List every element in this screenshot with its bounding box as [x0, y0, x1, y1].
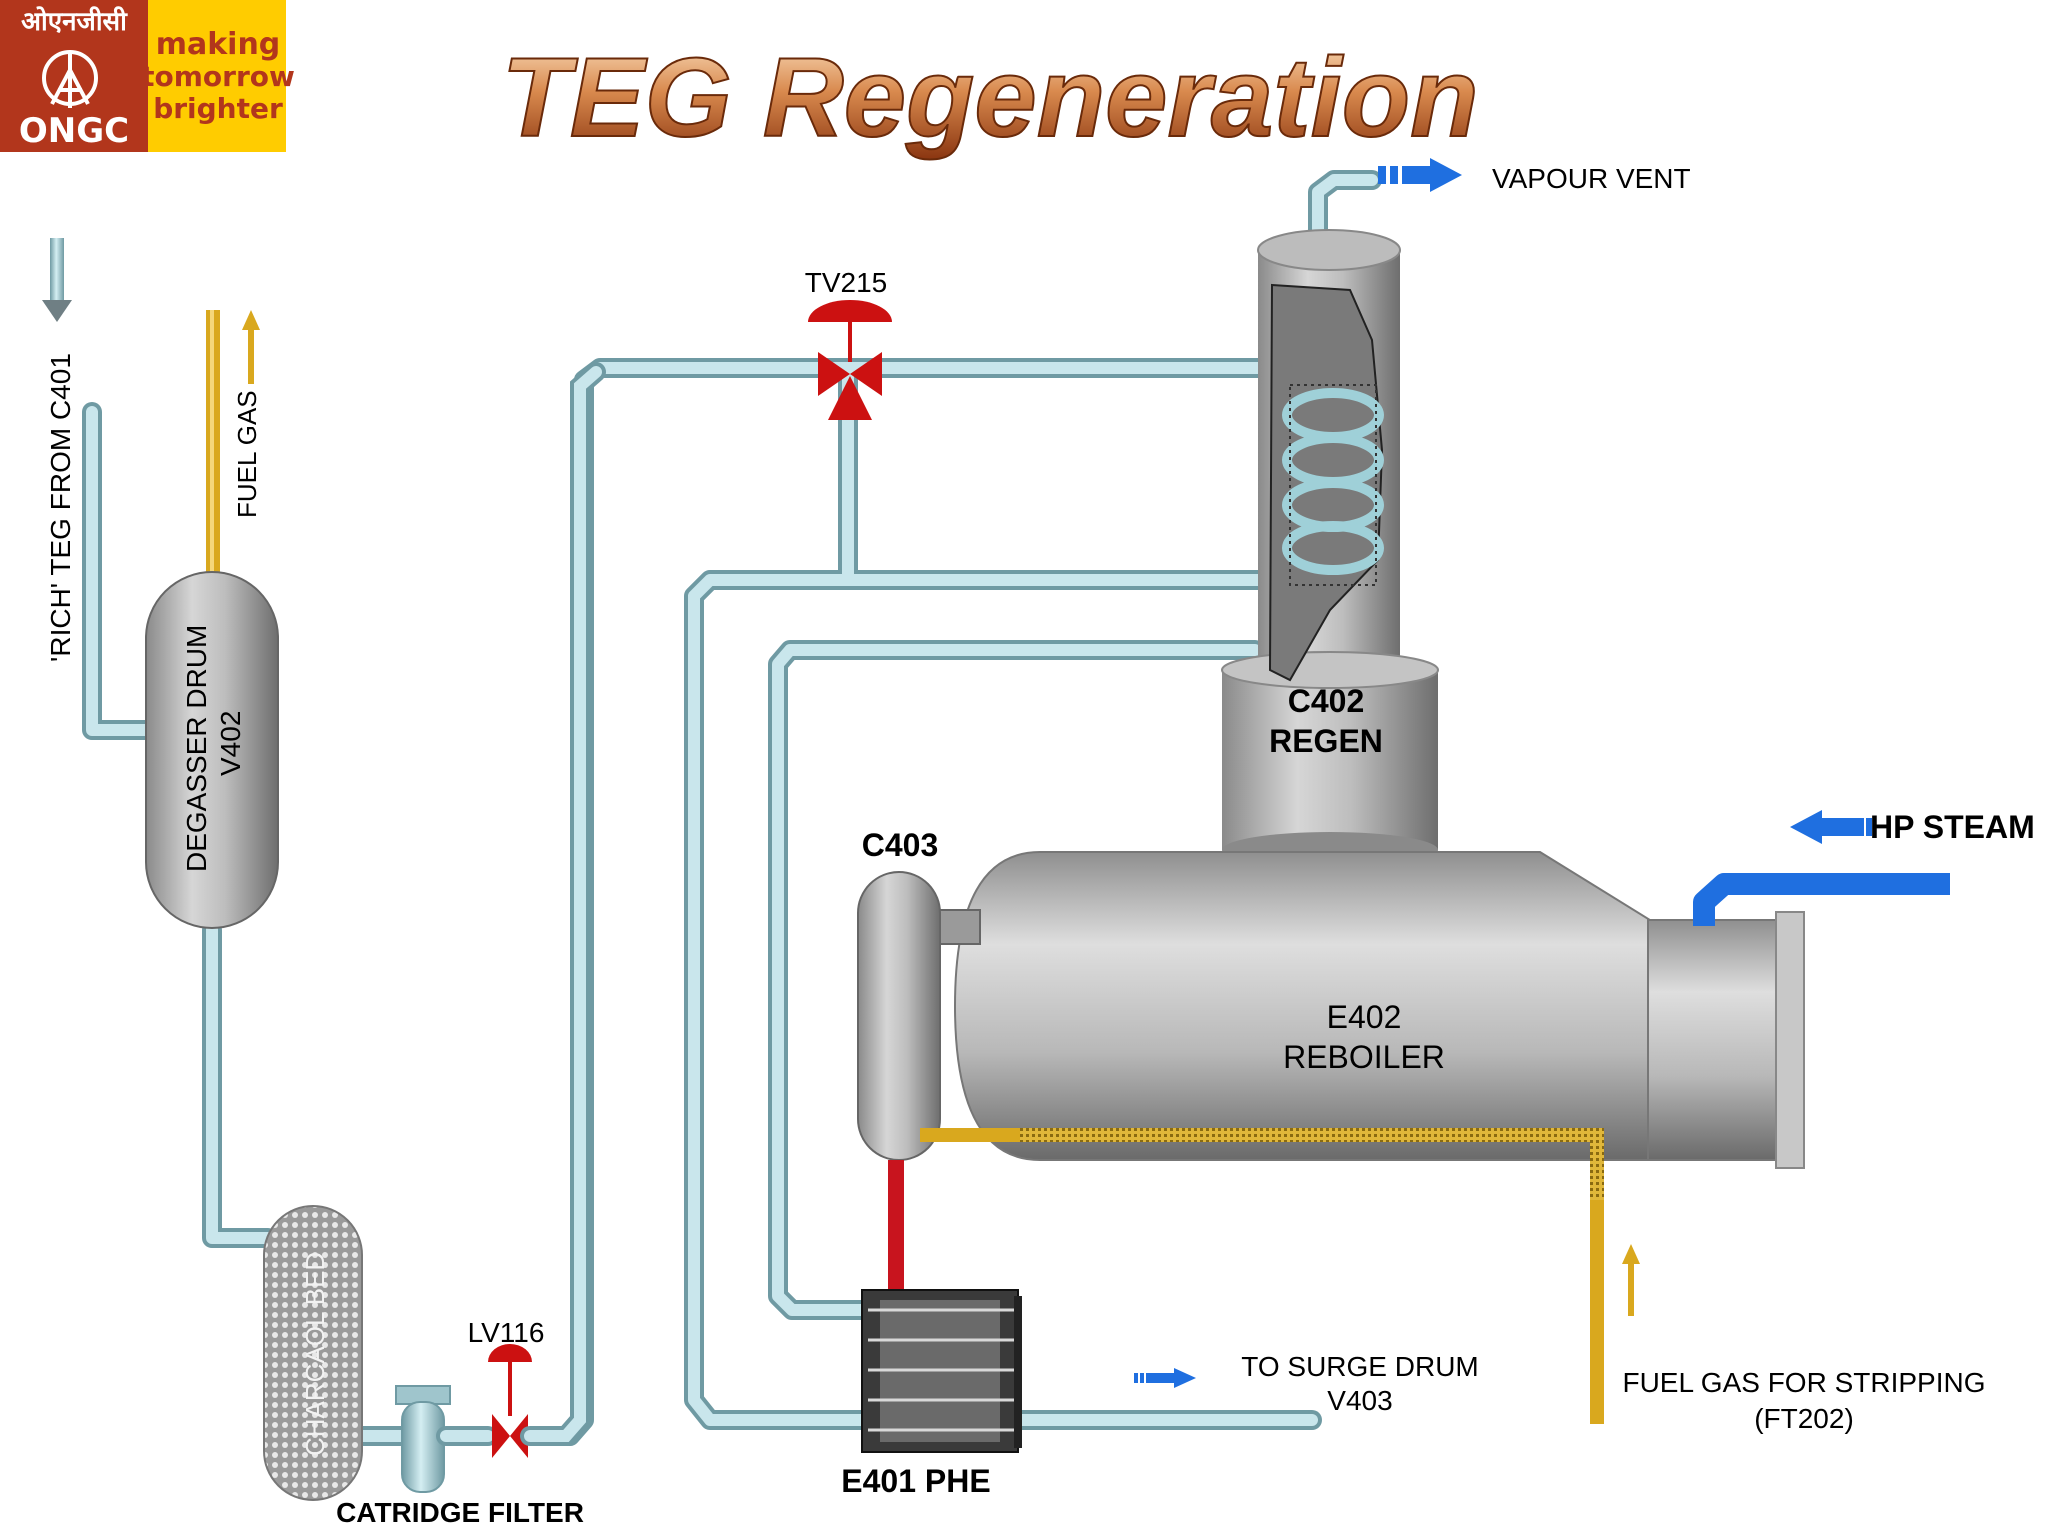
logo-tagline-3: brighter	[153, 92, 283, 125]
fuel-gas-stripping-up-arrow-icon	[1622, 1244, 1640, 1316]
e402-reboiler	[953, 851, 1805, 1169]
hp-steam-arrow-icon	[1790, 810, 1872, 844]
rich-teg-down-arrow-icon	[42, 238, 72, 322]
fuel-gas-stripping-line	[920, 1128, 1604, 1424]
lv116-outlet-pipe	[520, 362, 606, 1446]
c402-label-line1: C402	[1288, 683, 1365, 719]
rich-teg-label: 'RICH' TEG FROM C401	[45, 353, 76, 662]
page-title: TEG Regeneration	[501, 35, 1478, 160]
logo-tagline-2: tomorrow	[141, 60, 295, 93]
c402-packing-coils	[1282, 384, 1384, 586]
logo-brand-text: ONGC	[19, 111, 129, 151]
degasser-drum-v402	[145, 571, 279, 929]
hot-teg-line	[888, 1160, 904, 1292]
degasser-drum-label-line2: V402	[215, 711, 246, 776]
fuel-gas-line	[206, 310, 220, 572]
lv116-valve-icon	[488, 1344, 532, 1458]
logo-yellow-block	[148, 0, 286, 152]
tv215-valve-icon	[808, 300, 892, 420]
lean-teg-pipe	[436, 1426, 498, 1446]
c403-label: C403	[862, 827, 939, 863]
catridge-filter-label: CATRIDGE FILTER	[336, 1497, 584, 1528]
c402-label-line2: REGEN	[1269, 723, 1383, 759]
logo-tagline-1: making	[156, 27, 281, 62]
logo-hindi-text: ओएनजीसी	[21, 6, 128, 37]
c403-vessel	[857, 871, 981, 1161]
degasser-drum-label-line1: DEGASSER DRUM	[181, 625, 212, 872]
e401-phe-label: E401 PHE	[841, 1463, 990, 1499]
hp-steam-line	[1693, 873, 1950, 926]
to-surge-drum-label-line1: TO SURGE DRUM	[1241, 1351, 1479, 1382]
to-surge-drum-label-line2: V403	[1327, 1385, 1392, 1416]
to-surge-drum-arrow-icon	[1134, 1368, 1196, 1388]
fuel-gas-stripping-label-line2: (FT202)	[1754, 1403, 1854, 1434]
tv215-label: TV215	[805, 267, 888, 298]
vapour-vent-label: VAPOUR VENT	[1492, 163, 1691, 194]
cartridge-filter	[395, 1385, 451, 1493]
ongc-logo: ओएनजीसी ONGC making tomorrow brighter	[0, 0, 295, 152]
fuel-gas-up-arrow-icon	[242, 310, 260, 384]
vapour-vent-arrow-icon	[1378, 158, 1462, 192]
hp-steam-label: HP STEAM	[1870, 809, 2035, 845]
charcoal-bed	[263, 1205, 363, 1501]
e401-plate-heat-exchanger	[861, 1289, 1022, 1453]
ongc-emblem-icon	[42, 50, 98, 108]
charcoal-bed-label: CHARCAOL BED	[300, 1252, 330, 1456]
e402-label-line2: REBOILER	[1283, 1039, 1445, 1075]
c402-regen-column	[1221, 229, 1439, 868]
lv116-label: LV116	[468, 1317, 545, 1348]
fuel-gas-label: FUEL GAS	[232, 390, 262, 518]
e402-label-line1: E402	[1327, 999, 1402, 1035]
fuel-gas-stripping-label-line1: FUEL GAS FOR STRIPPING	[1622, 1367, 1985, 1398]
